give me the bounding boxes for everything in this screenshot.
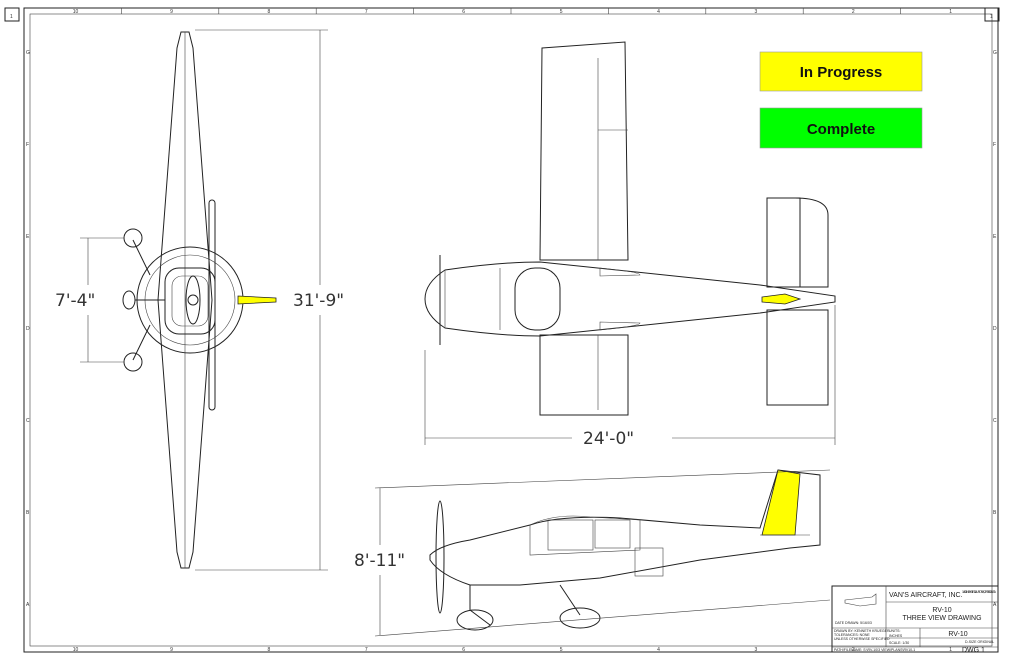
zone-label-left: G [26, 50, 30, 56]
complete-button[interactable]: Complete [759, 107, 923, 149]
zone-label-top: 3 [755, 9, 758, 15]
zone-label-left: C [26, 418, 30, 424]
zone-label-top: 5 [560, 9, 563, 15]
path-filename: PATH/FILENAME: S:\RV-10\3 VIEW\PLANS\RV1… [834, 648, 915, 652]
zone-label-right: F [993, 142, 996, 148]
zone-label-bottom: 6 [462, 647, 465, 653]
corner-label: 1 [990, 14, 993, 20]
zone-label-bottom: 7 [365, 647, 368, 653]
zone-label-left: B [26, 510, 30, 516]
zone-label-bottom: 4 [657, 647, 660, 653]
drawing-number: DWG 1 [962, 647, 985, 654]
zone-label-bottom: 1 [949, 647, 952, 653]
zone-label-top: 9 [170, 9, 173, 15]
zone-label-right: D [993, 326, 997, 332]
in-progress-label: In Progress [800, 64, 883, 81]
highlight-rudder-front [237, 295, 277, 305]
front-view: 31'-9" 7'-4" [55, 29, 344, 571]
model: RV-10 [948, 631, 967, 638]
zone-label-bottom: 5 [560, 647, 563, 653]
zone-label-bottom: 10 [73, 647, 79, 653]
unless-specified: UNLESS OTHERWISE SPECIFIED [834, 637, 890, 641]
company-address: 14401 NE KEIL RD. AURORA, OR 97002 USA [962, 590, 997, 594]
zone-label-top: 6 [462, 9, 465, 15]
zone-label-top: 4 [657, 9, 660, 15]
zone-label-left: D [26, 326, 30, 332]
zone-label-bottom: 3 [755, 647, 758, 653]
units-label: UNITS: [889, 629, 901, 633]
zone-label-left: F [26, 142, 29, 148]
dimension-height: 8'-11" [354, 551, 405, 571]
title-line1: RV-10 [932, 607, 951, 614]
complete-label: Complete [807, 121, 875, 138]
zone-label-right: C [993, 418, 997, 424]
zone-label-bottom: 9 [170, 647, 173, 653]
dimension-span: 31'-9" [293, 291, 344, 311]
zone-label-left: E [26, 234, 30, 240]
zone-label-right: E [993, 234, 997, 240]
zone-label-top: 10 [73, 9, 79, 15]
zone-label-top: 7 [365, 9, 368, 15]
title-line2: THREE VIEW DRAWING [902, 615, 981, 622]
zone-label-top: 8 [268, 9, 271, 15]
scale: SCALE: 1/30 [889, 641, 909, 645]
side-view: 8'-11" [354, 469, 831, 637]
zone-label-right: A [993, 602, 997, 608]
units-value: INCHES [889, 634, 903, 638]
drawn-by: DRAWN BY: KENNETH KRUEGER [834, 629, 890, 633]
zone-label-right: G [993, 50, 997, 56]
dimension-gear-track: 7'-4" [55, 291, 95, 311]
corner-label: 1 [10, 14, 13, 20]
date-drawn: DATE DRAWN: 5/16/03 [835, 621, 872, 625]
company-name: VAN'S AIRCRAFT, INC. [889, 592, 963, 599]
zone-label-left: A [26, 602, 30, 608]
zone-label-bottom: 2 [852, 647, 855, 653]
title-block: DATE DRAWN: 5/16/03 DRAWN BY: KENNETH KR… [831, 585, 999, 654]
logo-aircraft-icon [844, 593, 877, 607]
zone-label-right: B [993, 510, 997, 516]
tolerances: TOLERANCES: NONE [834, 633, 870, 637]
zone-label-bottom: 8 [268, 647, 271, 653]
in-progress-button[interactable]: In Progress [759, 51, 923, 92]
highlight-rudder-top [761, 293, 802, 305]
zone-label-top: 2 [852, 9, 855, 15]
dimension-length: 24'-0" [583, 429, 634, 449]
zone-label-top: 1 [949, 9, 952, 15]
sheet-size: D-SIZE ORIGINAL [965, 640, 994, 644]
top-view: 24'-0" [424, 41, 836, 449]
